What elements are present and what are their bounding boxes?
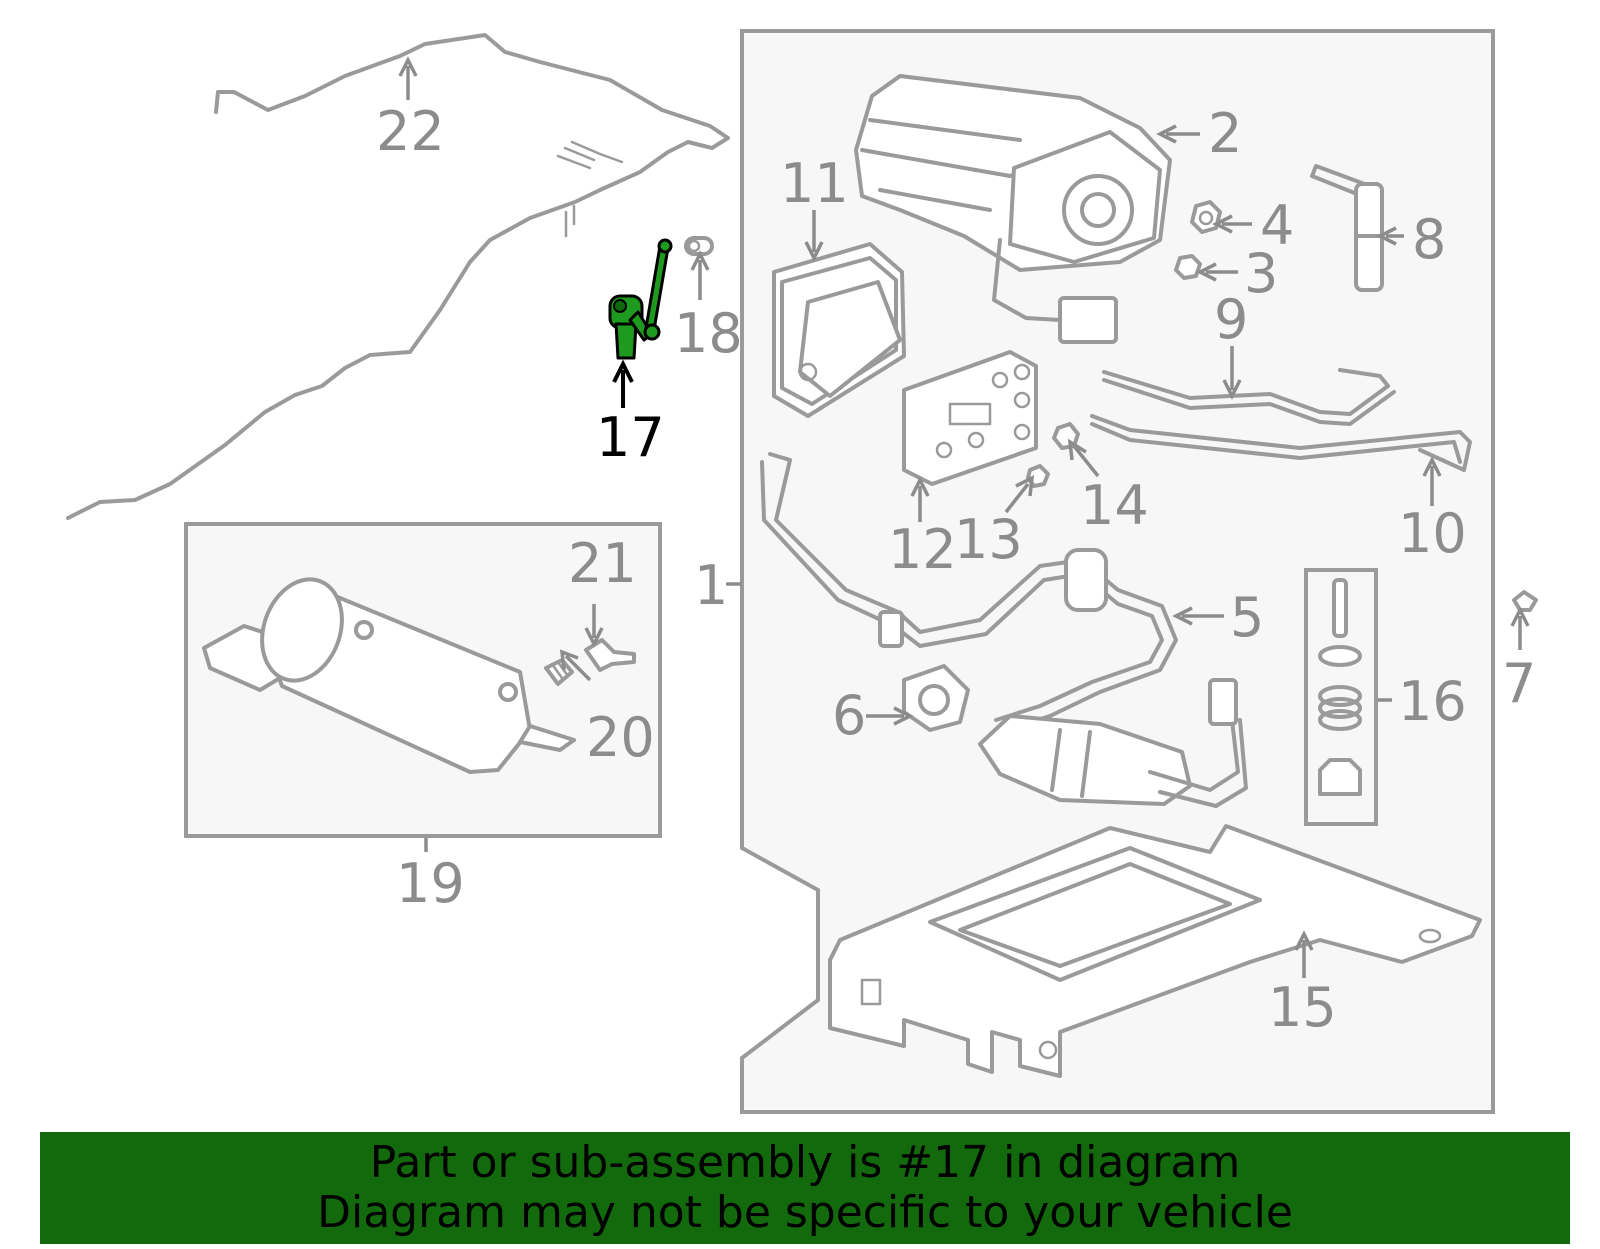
- callout-9: 9: [1214, 288, 1248, 351]
- nut-part-3: [1174, 254, 1202, 280]
- callout-7: 7: [1502, 652, 1536, 715]
- callout-6: 6: [832, 684, 866, 747]
- callout-10: 10: [1398, 502, 1467, 565]
- fitting-part-21: [584, 638, 636, 672]
- callout-2: 2: [1208, 102, 1242, 165]
- air-line-part-9: [1102, 368, 1396, 426]
- callout-17[interactable]: 17: [596, 406, 665, 469]
- compressor-part-2: [854, 74, 1172, 344]
- callout-13: 13: [954, 508, 1023, 571]
- air-line-part-5: [760, 452, 1178, 734]
- valve-block-part-12: [902, 350, 1038, 486]
- banner-line-disclaimer: Diagram may not be specific to your vehi…: [317, 1187, 1293, 1238]
- callout-14: 14: [1080, 474, 1149, 537]
- control-module-part-11: [772, 242, 906, 418]
- callout-12: 12: [888, 518, 957, 581]
- air-line-part-22: [66, 33, 730, 520]
- muffler-assembly: [978, 678, 1248, 808]
- banner-line-part-number: Part or sub-assembly is #17 in diagram: [369, 1137, 1241, 1188]
- callout-labels: 1 2 3 4 5 6 7 8 9 10 11 12 13 14 15 16 1…: [376, 100, 1536, 1039]
- callout-4: 4: [1260, 194, 1294, 257]
- part-info-banner: Part or sub-assembly is #17 in diagram D…: [40, 1132, 1570, 1244]
- callout-3: 3: [1244, 242, 1278, 305]
- callout-11: 11: [780, 152, 849, 215]
- callout-8: 8: [1412, 208, 1446, 271]
- parts-diagram: 1 2 3 4 5 6 7 8 9 10 11 12 13 14 15 16 1…: [66, 29, 1538, 1114]
- callout-5: 5: [1230, 586, 1264, 649]
- fitting-part-20: [544, 658, 574, 686]
- push-pin-part-7: [1512, 590, 1538, 612]
- nut-part-4: [1190, 200, 1222, 234]
- bracket-part-15: [828, 824, 1482, 1078]
- height-sensor-part-17[interactable]: [608, 238, 673, 360]
- leader-lines: [398, 56, 1530, 978]
- callout-16: 16: [1398, 670, 1467, 733]
- clip-part-18: [684, 236, 714, 256]
- seal-kit-part-16: [1318, 578, 1362, 796]
- air-line-part-10: [1090, 414, 1472, 472]
- callout-22: 22: [376, 100, 445, 163]
- kit-panel-outline: [740, 29, 1495, 1114]
- callout-21: 21: [568, 532, 637, 595]
- callout-1: 1: [694, 554, 728, 617]
- reservoir-tank-part-19: [202, 577, 576, 774]
- callout-18: 18: [674, 302, 743, 365]
- callout-20: 20: [586, 706, 655, 769]
- callout-19: 19: [396, 852, 465, 915]
- callout-15: 15: [1268, 976, 1337, 1039]
